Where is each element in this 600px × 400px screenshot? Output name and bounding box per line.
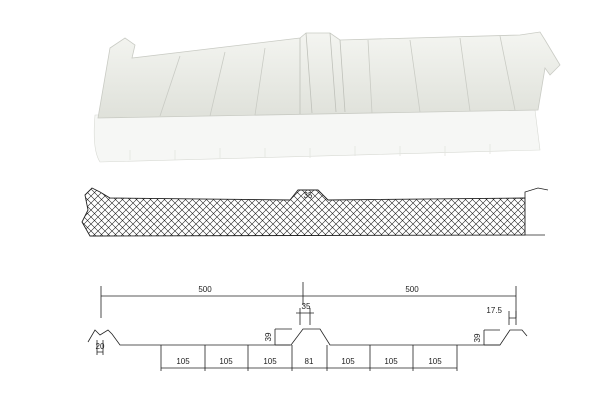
profile-dimensions: 500 500 35 17.5 39 39 20 105 105 105 81 …: [87, 282, 528, 371]
rib-height-dims: [274, 328, 500, 346]
spacing-7: 105: [428, 357, 442, 366]
spacing-4: 81: [305, 357, 314, 366]
dim-rib-top: 35: [302, 302, 311, 311]
dim-rib-height-left: 39: [264, 332, 273, 341]
spacing-6: 105: [384, 357, 398, 366]
profile-line: [87, 328, 528, 346]
spacing-2: 105: [219, 357, 233, 366]
spacing-1: 105: [176, 357, 190, 366]
spacing-dim-line: [160, 345, 458, 371]
panel-center-rib: [299, 32, 346, 114]
overall-dim-line: [100, 282, 517, 318]
rib-top-dim: [296, 308, 314, 325]
spacing-3: 105: [263, 357, 277, 366]
panel-face-ribs: [159, 35, 516, 117]
panel-render: [93, 31, 561, 163]
dim-hook-width: 20: [96, 342, 105, 351]
cross-section: 35: [81, 187, 549, 237]
spacing-5: 105: [341, 357, 355, 366]
panel-core: [93, 109, 541, 163]
core-hatch: [81, 187, 526, 237]
rib-label: 35: [304, 191, 313, 200]
panel-face: [97, 31, 561, 119]
dim-overall-right: 500: [405, 285, 419, 294]
dim-rib-height-right: 39: [473, 333, 482, 342]
edge-offset-dim: [508, 311, 517, 325]
hook-width-dim: [96, 340, 104, 355]
panel-core-grooves: [129, 144, 491, 160]
dim-edge-offset: 17.5: [486, 306, 502, 315]
dim-overall-left: 500: [198, 285, 212, 294]
edge-hook: [524, 187, 549, 236]
